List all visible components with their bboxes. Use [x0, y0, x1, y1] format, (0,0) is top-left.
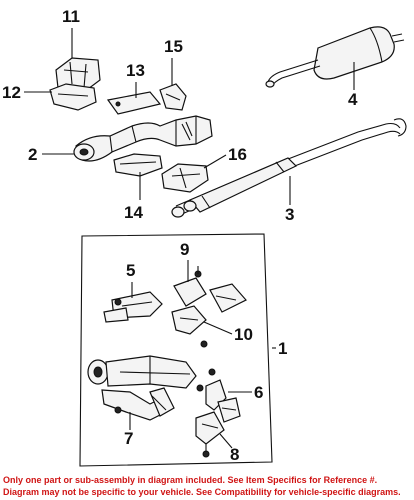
- disclaimer-line-2: Diagram may not be specific to your vehi…: [3, 487, 401, 497]
- callout-5: 5: [126, 261, 135, 280]
- front-catalytic-assembly: [73, 115, 213, 162]
- assembly-box: [79, 233, 273, 467]
- disclaimer-footer: Only one part or sub-assembly in diagram…: [0, 474, 414, 500]
- heat-shield-15: [159, 83, 187, 111]
- callout-13: 13: [126, 61, 145, 80]
- rear-muffler: [265, 26, 405, 88]
- part-9-shield: [173, 266, 247, 313]
- callout-2: 2: [28, 145, 37, 164]
- callout-6: 6: [254, 383, 263, 402]
- callout-14: 14: [124, 203, 143, 222]
- part-8-bracket: [195, 411, 225, 458]
- callout-3: 3: [285, 205, 294, 224]
- heat-shield-lower: [49, 83, 97, 111]
- part-6-bracket: [205, 368, 241, 423]
- callout-4: 4: [348, 90, 358, 109]
- lower-catalytic-assembly: [87, 355, 204, 421]
- heat-shield-14: [113, 153, 163, 177]
- part-10-shield: [171, 305, 208, 348]
- callout-11: 11: [62, 7, 80, 26]
- heat-shield-16: [161, 163, 209, 193]
- callout-16: 16: [228, 145, 247, 164]
- center-pipe-resonator: [171, 118, 407, 218]
- part-5-shield: [103, 291, 163, 323]
- callout-9: 9: [180, 240, 189, 259]
- callout-10: 10: [234, 325, 253, 344]
- callout-8: 8: [230, 445, 239, 464]
- heat-shield-upper: [55, 57, 101, 93]
- heat-shield-13: [106, 91, 162, 115]
- callout-15: 15: [164, 37, 183, 56]
- exhaust-system-diagram: 4 11 12 13 15 2 14: [2, 7, 407, 467]
- disclaimer-line-1: Only one part or sub-assembly in diagram…: [3, 475, 378, 485]
- callout-1: 1: [278, 339, 287, 358]
- callout-7: 7: [124, 429, 133, 448]
- callout-12: 12: [2, 83, 21, 102]
